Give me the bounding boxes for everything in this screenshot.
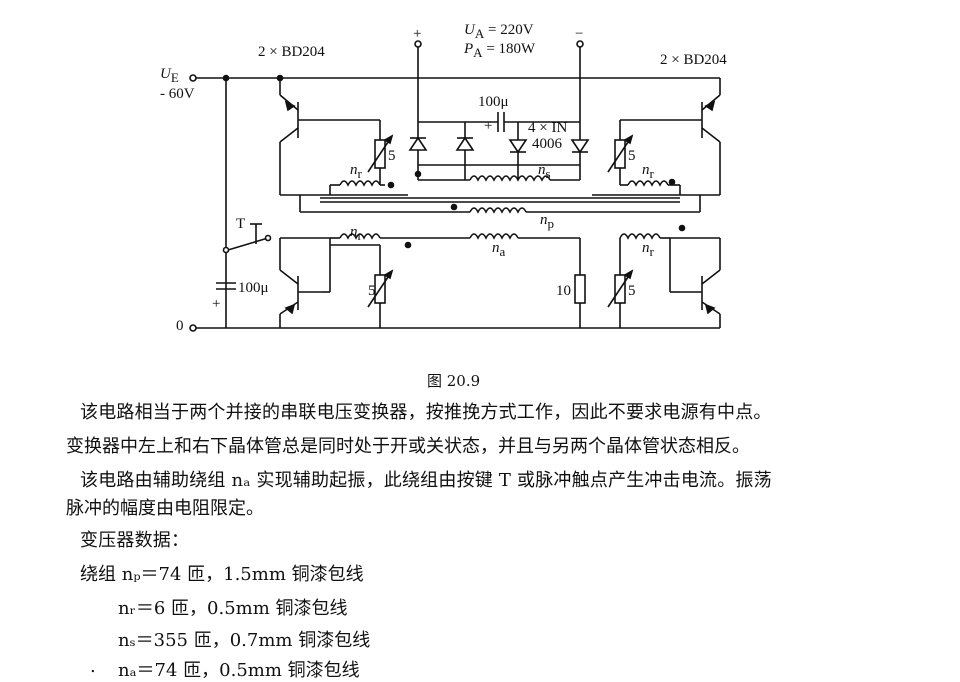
label-nr-bl: nr	[350, 224, 362, 243]
label-res-5-bl: 5	[368, 283, 376, 299]
paragraph-2-line-2: 脉冲的幅度由电阻限定。	[66, 498, 264, 519]
label-res-10: 10	[556, 283, 571, 299]
transistor-bottom-left	[279, 238, 322, 328]
diode	[508, 139, 528, 154]
paragraph-3: 变压器数据：	[80, 530, 190, 551]
label-output-plus: +	[413, 26, 422, 42]
label-transistor-right: 2 × BD204	[660, 52, 727, 68]
diode	[408, 136, 428, 151]
winding-np	[299, 195, 701, 214]
label-res-5-tl: 5	[388, 148, 396, 164]
label-nr-tl: nr	[350, 162, 362, 181]
label-cap-left: 100μ	[238, 280, 269, 296]
label-pa: PA = 180W	[464, 41, 536, 60]
label-res-5-tr: 5	[628, 148, 636, 164]
winding-nr-bottom-right	[619, 233, 680, 293]
phase-dot	[678, 224, 686, 232]
diode	[455, 136, 475, 151]
label-diodes: 4 × IN	[528, 120, 568, 136]
label-switch-t: T	[236, 216, 246, 232]
label-transistor-left: 2 × BD204	[258, 44, 325, 60]
circuit-diagram	[189, 40, 721, 332]
resistor-bottom-right	[607, 245, 634, 328]
winding-nr-top-left	[329, 180, 385, 195]
label-na: na	[492, 240, 506, 259]
capacitor-output	[497, 112, 505, 132]
label-ns: ns	[538, 162, 551, 181]
resistor-top-right	[607, 119, 682, 185]
label-diodes2: 4006	[532, 136, 562, 152]
transistor-bottom-right	[680, 238, 721, 328]
transistor-top-left	[279, 78, 318, 195]
paragraph-1-line-2: 变换器中左上和右下晶体管总是同时处于开或关状态，并且与另两个晶体管状态相反。	[66, 436, 750, 457]
winding-nr-top-right	[620, 180, 681, 195]
resistor-10	[574, 238, 586, 328]
paragraph-2-line-1: 该电路由辅助绕组 nₐ 实现辅助起振，此绕组由按键 T 或脉冲触点产生冲击电流。…	[80, 470, 772, 491]
transistor-top-right	[682, 78, 721, 195]
paragraph-1-line-1: 该电路相当于两个并接的串联电压变换器，按推挽方式工作，因此不要求电源有中点。	[80, 402, 772, 423]
ground-terminal	[189, 324, 197, 332]
winding-spec-na: nₐ＝74 匝，0.5mm 铜漆包线	[118, 660, 360, 681]
phase-dot	[668, 178, 676, 186]
label-ground: 0	[176, 318, 184, 334]
label-nr-tr: nr	[642, 162, 654, 181]
label-ue: UE	[160, 66, 179, 85]
winding-ns	[418, 175, 580, 182]
phase-dot	[414, 170, 422, 178]
label-np: np	[540, 212, 554, 231]
resistor-bottom-left	[330, 244, 394, 328]
switch-t	[222, 223, 272, 254]
diode	[570, 139, 590, 154]
phase-dot	[450, 203, 458, 211]
label-cap-plus: +	[484, 118, 493, 134]
label-cap-top: 100μ	[478, 94, 509, 110]
capacitor-left	[216, 282, 236, 290]
label-res-5-br: 5	[628, 283, 636, 299]
winding-spec-nr: nᵣ＝6 匝，0.5mm 铜漆包线	[118, 598, 348, 619]
winding-nr-bottom-left	[322, 233, 420, 293]
phase-dot	[404, 241, 412, 249]
winding-spec-bullet: .	[90, 656, 96, 677]
label-nr-br: nr	[642, 240, 654, 259]
label-output-minus: −	[575, 26, 584, 42]
supply-terminal	[189, 74, 197, 82]
figure-caption: 图 20.9	[427, 372, 481, 390]
winding-spec-np: 绕组 nₚ＝74 匝，1.5mm 铜漆包线	[80, 564, 364, 585]
winding-spec-ns: nₛ＝355 匝，0.7mm 铜漆包线	[118, 630, 371, 651]
label-ua: UA = 220V	[464, 22, 534, 41]
resistor-top-left	[318, 119, 394, 185]
label-ue-value: - 60V	[160, 86, 195, 102]
phase-dot	[387, 181, 395, 189]
winding-na	[420, 233, 580, 240]
label-cap-left-plus: +	[212, 296, 221, 312]
